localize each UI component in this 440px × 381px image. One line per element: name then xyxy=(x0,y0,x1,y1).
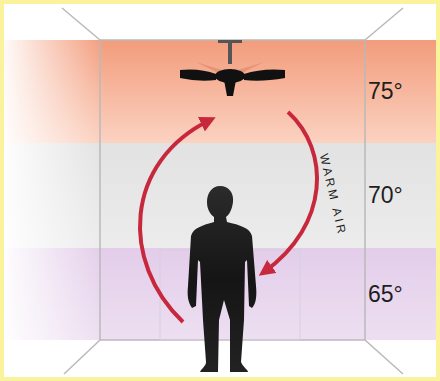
frame: 75°70°65°WARM AIR xyxy=(4,4,436,377)
temperature-label: 70° xyxy=(368,184,403,207)
room-outline xyxy=(62,8,403,374)
warm-air-arrow xyxy=(264,112,317,272)
rising-air-arrow xyxy=(140,120,210,322)
temperature-band: 75° xyxy=(4,40,436,143)
temperature-label: 65° xyxy=(368,283,403,306)
ceiling-fan xyxy=(180,40,285,96)
temperature-label: 75° xyxy=(368,80,403,103)
person-silhouette xyxy=(188,186,257,372)
